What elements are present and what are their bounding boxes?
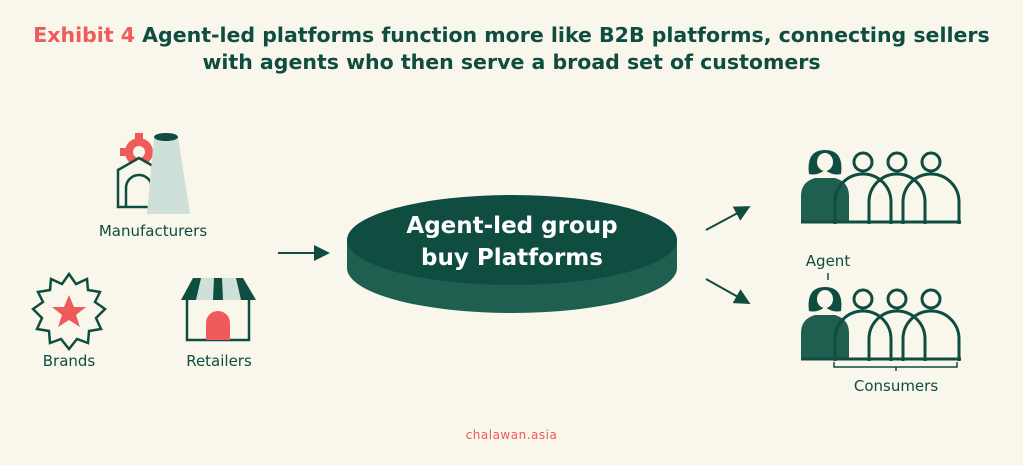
brands-label: Brands — [42, 352, 96, 370]
storefront-icon — [181, 278, 256, 342]
platform-disk — [347, 195, 677, 313]
arrow-to-agent-group-2 — [705, 278, 751, 304]
factory-icon — [116, 133, 190, 214]
platform-label: Agent-led group buy Platforms — [382, 210, 642, 274]
agent-consumers-group-icon — [801, 150, 961, 224]
retailers-label: Retailers — [186, 352, 252, 370]
title-line1: Agent-led platforms function more like B… — [142, 23, 990, 47]
source-footer: chalawan.asia — [465, 428, 558, 442]
platform-label-line2: buy Platforms — [421, 245, 603, 271]
title-line2: with agents who then serve a broad set o… — [202, 50, 821, 74]
badge-star-icon — [31, 271, 107, 352]
consumers-bracket — [833, 362, 958, 371]
exhibit-label: Exhibit 4 — [33, 23, 136, 47]
platform-label-line1: Agent-led group — [406, 213, 618, 239]
manufacturers-label: Manufacturers — [98, 222, 208, 240]
exhibit-title: Exhibit 4 Agent-led platforms function m… — [0, 22, 1023, 76]
arrow-to-agent-group-1 — [705, 206, 751, 231]
agent-label: Agent — [805, 252, 851, 270]
consumers-label: Consumers — [853, 377, 939, 395]
agent-consumers-group-icon — [801, 287, 961, 361]
